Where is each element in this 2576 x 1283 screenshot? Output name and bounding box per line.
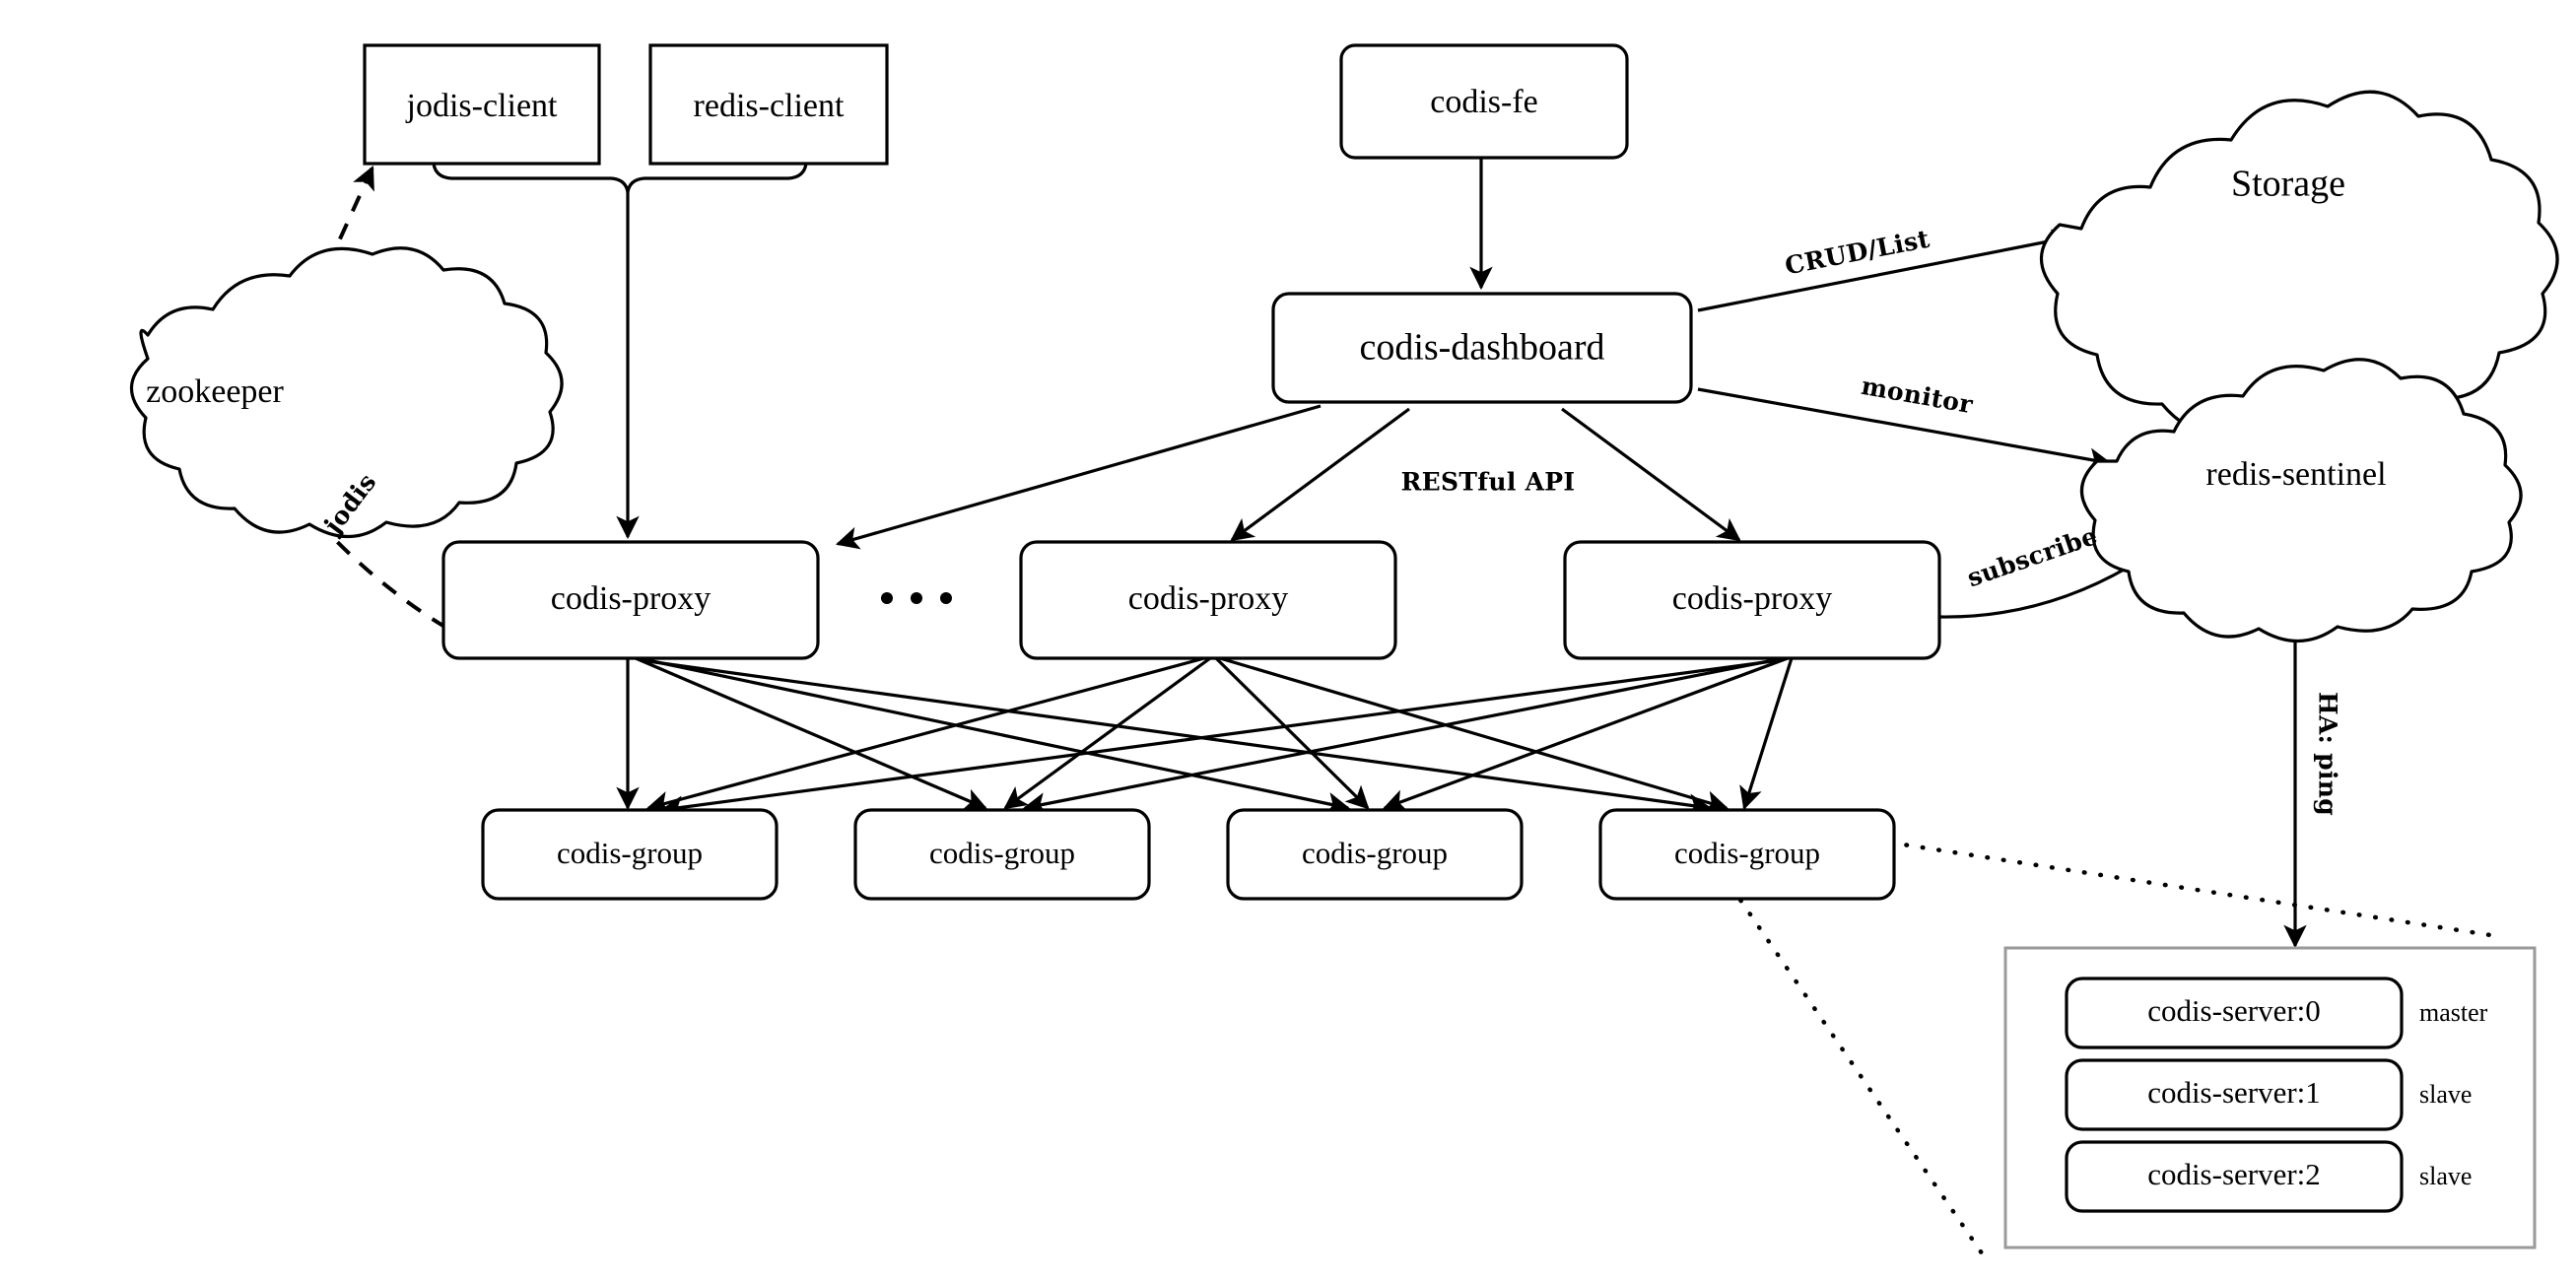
node-codis-fe[interactable]: codis-fe bbox=[1339, 43, 1629, 160]
node-redis-sentinel-label: redis-sentinel bbox=[2205, 456, 2386, 493]
node-codis-group-3-label: codis-group bbox=[1302, 836, 1448, 870]
node-codis-server-2[interactable]: codis-server:2 slave bbox=[2065, 1140, 2472, 1213]
node-redis-sentinel[interactable]: redis-sentinel bbox=[2079, 358, 2523, 643]
node-codis-server-1[interactable]: codis-server:1 slave bbox=[2065, 1058, 2472, 1131]
node-codis-group-1-label: codis-group bbox=[557, 836, 703, 870]
edge-dashboard-to-storage bbox=[1697, 229, 2076, 312]
node-codis-server-2-label: codis-server:2 bbox=[2147, 1157, 2321, 1191]
node-codis-server-1-label: codis-server:1 bbox=[2147, 1075, 2321, 1110]
role-badge-slave-2: slave bbox=[2419, 1162, 2472, 1190]
edge-proxy3-to-group2 bbox=[1022, 656, 1785, 816]
redis-sentinel-cloud-shape bbox=[2079, 358, 2523, 643]
group-detail-panel: codis-server:0 master codis-server:1 sla… bbox=[2003, 946, 2537, 1249]
node-codis-group-2[interactable]: codis-group bbox=[853, 808, 1151, 901]
edge-label-ha-ping: HA: ping bbox=[2314, 692, 2342, 816]
node-jodis-client[interactable]: jodis-client bbox=[363, 43, 601, 166]
edge-dashboard-to-sentinel bbox=[1697, 387, 2113, 471]
node-zookeeper-label: zookeeper bbox=[146, 373, 284, 410]
role-badge-slave-1: slave bbox=[2419, 1080, 2472, 1109]
node-codis-dashboard-label: codis-dashboard bbox=[1359, 327, 1604, 369]
storage-cloud-shape bbox=[2039, 90, 2559, 441]
edge-proxy3-to-group3 bbox=[1383, 656, 1789, 812]
edge-label-monitor: monitor bbox=[1860, 371, 1976, 419]
zookeeper-cloud-shape bbox=[129, 246, 564, 539]
node-codis-group-1[interactable]: codis-group bbox=[481, 808, 779, 901]
role-badge-master: master bbox=[2419, 998, 2488, 1027]
edge-proxy1-to-group4 bbox=[640, 658, 1713, 817]
node-codis-group-4-label: codis-group bbox=[1674, 836, 1820, 870]
node-zookeeper[interactable]: zookeeper bbox=[129, 246, 564, 539]
edge-proxy2-to-group2 bbox=[1003, 656, 1211, 810]
edge-label-jodis: jodis bbox=[317, 468, 381, 541]
edge-proxy3-to-group4 bbox=[1739, 657, 1794, 811]
node-jodis-client-label: jodis-client bbox=[406, 88, 559, 124]
node-storage[interactable]: Storage bbox=[2039, 90, 2559, 441]
edge-group4-callout-bottom bbox=[1729, 884, 1992, 1266]
node-codis-dashboard[interactable]: codis-dashboard bbox=[1271, 292, 1693, 404]
node-codis-fe-label: codis-fe bbox=[1430, 84, 1538, 120]
edge-proxy2-to-group4 bbox=[1219, 656, 1729, 814]
edge-proxy3-to-group1 bbox=[659, 658, 1781, 819]
edge-dashboard-to-proxy1 bbox=[835, 404, 1322, 550]
node-storage-label: Storage bbox=[2231, 164, 2345, 205]
node-codis-proxy-1-label: codis-proxy bbox=[551, 580, 711, 617]
edge-label-restful-api: RESTful API bbox=[1401, 468, 1576, 497]
node-codis-proxy-2[interactable]: codis-proxy bbox=[1019, 540, 1397, 660]
node-codis-proxy-3[interactable]: codis-proxy bbox=[1563, 540, 1941, 660]
node-codis-proxy-1[interactable]: codis-proxy bbox=[441, 540, 820, 660]
node-codis-group-2-label: codis-group bbox=[929, 836, 1075, 870]
node-codis-group-4[interactable]: codis-group bbox=[1598, 808, 1896, 901]
node-codis-group-3[interactable]: codis-group bbox=[1226, 808, 1524, 901]
node-redis-client[interactable]: redis-client bbox=[648, 43, 889, 166]
node-codis-server-0-label: codis-server:0 bbox=[2147, 993, 2321, 1028]
edge-proxy1-to-group3 bbox=[638, 656, 1351, 816]
edge-proxy2-to-group1 bbox=[645, 656, 1205, 814]
edge-label-crud-list: CRUD/List bbox=[1783, 225, 1932, 281]
edge-proxy1-to-group2 bbox=[635, 656, 987, 811]
edge-proxy2-to-group3 bbox=[1214, 656, 1370, 810]
edge-dashboard-to-proxy3 bbox=[1561, 407, 1741, 542]
edge-dashboard-to-proxy2 bbox=[1230, 407, 1410, 542]
node-codis-proxy-3-label: codis-proxy bbox=[1672, 580, 1832, 617]
node-codis-server-0[interactable]: codis-server:0 master bbox=[2065, 977, 2488, 1049]
edge-label-subscribe: subscribe bbox=[1963, 521, 2101, 592]
proxy-ellipsis bbox=[881, 592, 952, 604]
node-codis-proxy-2-label: codis-proxy bbox=[1128, 580, 1288, 617]
node-redis-client-label: redis-client bbox=[694, 88, 845, 124]
